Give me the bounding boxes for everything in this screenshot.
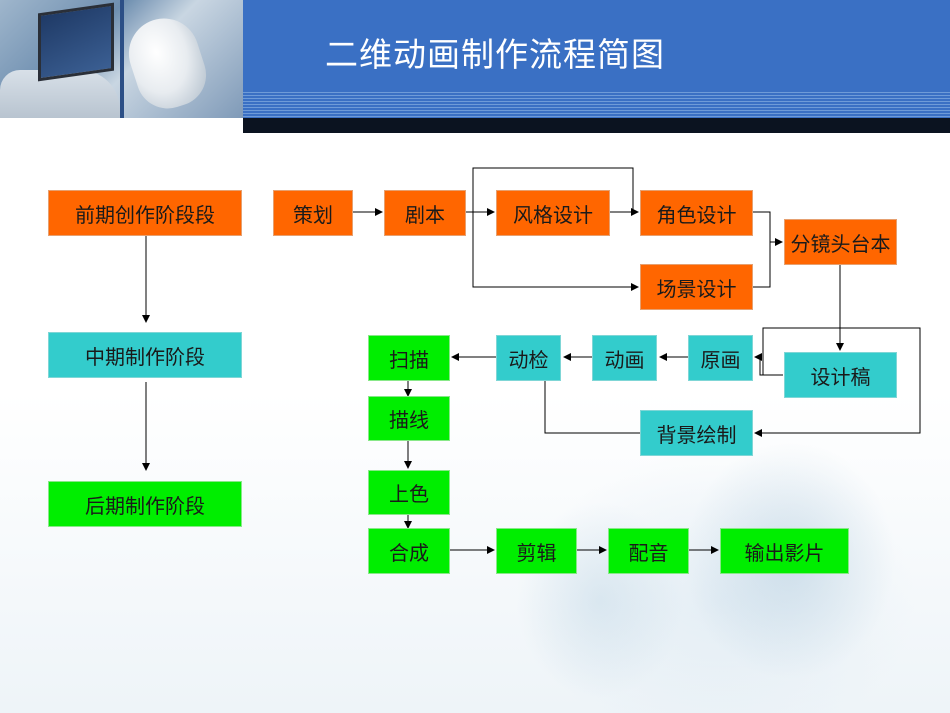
step-key-animation: 原画	[688, 335, 753, 381]
header-underline	[243, 118, 950, 133]
header-bar	[243, 0, 950, 90]
arrow-script-scene	[472, 212, 639, 291]
step-design-draft: 设计稿	[784, 352, 897, 398]
step-scene-design: 场景设计	[640, 264, 753, 310]
step-compositing: 合成	[368, 528, 450, 574]
stage-pre: 前期创作阶段段	[48, 190, 242, 236]
step-dubbing: 配音	[608, 528, 689, 574]
line-background-check	[544, 357, 640, 434]
stage-mid: 中期制作阶段	[48, 332, 242, 378]
step-output: 输出影片	[720, 528, 849, 574]
header-photo	[0, 0, 243, 118]
line-script-character-bypass	[472, 167, 634, 212]
step-coloring: 上色	[368, 470, 450, 515]
step-storyboard: 分镜头台本	[784, 219, 897, 265]
step-style-design: 风格设计	[496, 190, 610, 236]
step-scan: 扫描	[368, 335, 450, 381]
page-title: 二维动画制作流程简图	[325, 35, 665, 74]
step-editing: 剪辑	[496, 528, 577, 574]
arrow-draft-keyanim	[754, 353, 783, 376]
stage-post: 后期制作阶段	[48, 481, 242, 527]
step-line-tracing: 描线	[368, 396, 450, 441]
header-stripes	[243, 90, 950, 118]
step-script: 剧本	[384, 190, 466, 236]
step-character-design: 角色设计	[640, 190, 753, 236]
step-planning: 策划	[273, 190, 353, 236]
bracket-designs	[753, 211, 771, 288]
step-background-painting: 背景绘制	[640, 410, 753, 456]
step-animation: 动画	[592, 335, 657, 381]
step-animation-check: 动检	[496, 335, 561, 381]
photo-divider	[120, 0, 124, 118]
